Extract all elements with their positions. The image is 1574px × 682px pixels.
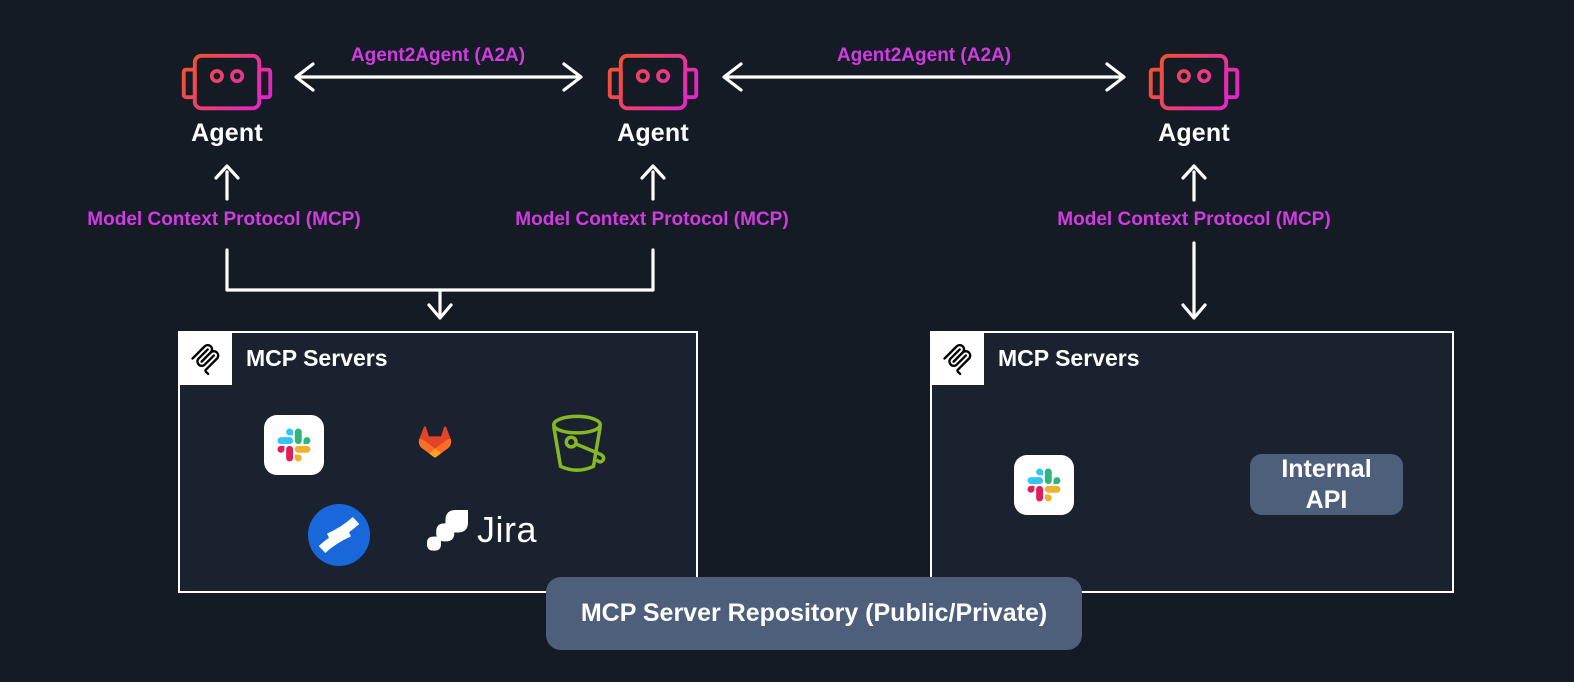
agent-label: Agent <box>617 119 689 147</box>
mcp-logo-icon <box>190 343 219 375</box>
mcp-label-right: Model Context Protocol (MCP) <box>1057 209 1331 230</box>
mcp-logo-icon <box>942 343 971 375</box>
internal-api-label-line2: API <box>1305 485 1348 514</box>
jira-label: Jira <box>477 509 538 550</box>
mcp-server-repository-node: MCP Server Repository (Public/Private) <box>546 577 1082 650</box>
mcp-servers-box-left: MCP Servers Jira <box>178 331 698 593</box>
arrowhead-down <box>427 303 453 320</box>
mcp-label-left: Model Context Protocol (MCP) <box>87 209 361 230</box>
mcp-label-middle: Model Context Protocol (MCP) <box>515 209 789 230</box>
mcp-servers-box-right: MCP Servers Internal API <box>930 331 1454 593</box>
arrowhead-down <box>1181 303 1207 320</box>
mcp-logo-tile <box>930 331 984 385</box>
jira-icon: Jira <box>427 509 537 551</box>
arrowhead-up <box>1181 164 1207 180</box>
arrowhead-up <box>214 164 240 180</box>
mcp-elbow-connector <box>225 248 655 292</box>
s3-bucket-icon <box>552 414 606 472</box>
confluence-icon <box>308 504 370 566</box>
arrowhead-right <box>562 62 583 92</box>
internal-api-node: Internal API <box>1250 454 1403 515</box>
arrowhead-up <box>640 164 666 180</box>
agent-node-1: Agent <box>157 53 297 148</box>
a2a-label-left: Agent2Agent (A2A) <box>350 45 526 66</box>
robot-icon <box>1148 53 1240 111</box>
robot-icon <box>181 53 273 111</box>
jira-mark-icon <box>427 509 468 551</box>
arrowhead-left <box>294 62 315 92</box>
slack-icon <box>264 415 324 475</box>
robot-icon <box>607 53 699 111</box>
box-title: MCP Servers <box>998 345 1140 371</box>
a2a-label-right: Agent2Agent (A2A) <box>836 45 1012 66</box>
box-title: MCP Servers <box>246 345 388 371</box>
slack-icon <box>1014 455 1074 515</box>
arrowhead-left <box>722 62 743 92</box>
mcp-logo-tile <box>178 331 232 385</box>
agent-node-3: Agent <box>1124 53 1264 148</box>
agent-label: Agent <box>1158 119 1230 147</box>
arrowhead-right <box>1105 62 1126 92</box>
internal-api-label-line1: Internal <box>1281 455 1372 483</box>
agent-label: Agent <box>191 119 263 147</box>
agent-node-2: Agent <box>583 53 723 148</box>
gitlab-icon <box>418 426 452 458</box>
